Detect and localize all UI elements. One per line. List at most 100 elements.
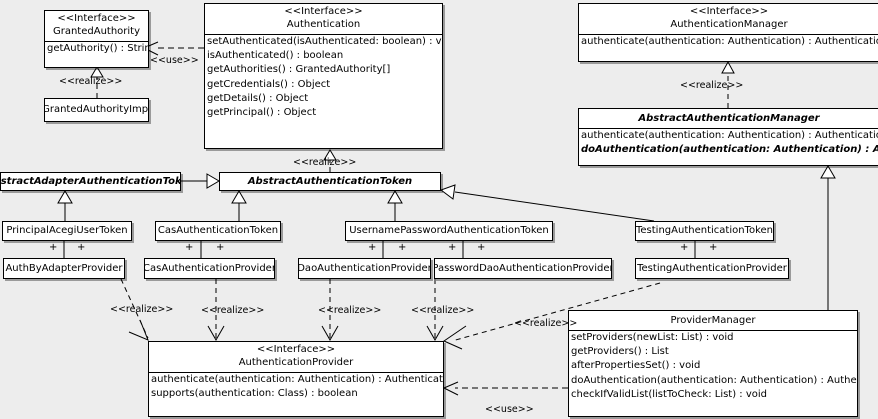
class-name: GrantedAuthority (52, 26, 141, 37)
class-members: authenticate(authentication: Authenticat… (579, 35, 878, 49)
class-member: getPrincipal() : Object (207, 107, 317, 119)
class-header: TestingAuthenticationToken (636, 222, 773, 240)
edge-generalize-usernamepasswordauthenticationtoken (387, 190, 403, 221)
class-name: TestingAuthenticationProvider (637, 262, 787, 274)
class-header: GrantedAuthorityImpl (45, 99, 148, 121)
class-name: GrantedAuthorityImpl (44, 104, 149, 115)
class-box-casauthenticationtoken[interactable]: CasAuthenticationToken (155, 221, 281, 241)
class-member: doAuthentication(authentication: Authent… (571, 374, 857, 386)
multiplicity-marker: + (216, 242, 225, 253)
class-member: authenticate(authentication: Authenticat… (151, 374, 444, 385)
class-name: CasAuthenticationProvider (144, 262, 275, 274)
class-member: getAuthority() : String (47, 43, 149, 54)
class-header: <<Interface>> Authentication (205, 4, 442, 35)
edge-label-realize: <<realize>> (514, 318, 578, 329)
class-member: authenticate(authentication: Authenticat… (581, 130, 878, 141)
edge-label-realize: <<realize>> (680, 80, 744, 91)
class-members: setAuthenticated(isAuthenticated: boolea… (205, 35, 442, 120)
class-box-grantedauthorityimpl[interactable]: GrantedAuthorityImpl (44, 98, 149, 122)
class-name: PrincipalAcegiUserToken (6, 225, 128, 236)
class-name: AuthenticationProvider (238, 357, 354, 368)
edge-label-realize: <<realize>> (411, 305, 475, 316)
class-name: AbstractAuthenticationManager (638, 113, 820, 124)
class-box-usernamepasswordauthenticationtoken[interactable]: UsernamePasswordAuthenticationToken (345, 221, 553, 241)
edge-label-realize: <<realize>> (59, 76, 123, 87)
class-box-testingauthenticationprovider[interactable]: TestingAuthenticationProvider (635, 258, 789, 279)
class-box-testingauthenticationtoken[interactable]: TestingAuthenticationToken (635, 221, 774, 241)
class-header: TestingAuthenticationProvider (636, 259, 788, 278)
class-name: DaoAuthenticationProvider (298, 262, 431, 274)
class-header: PasswordDaoAuthenticationProvider (435, 259, 611, 278)
multiplicity-marker: + (77, 242, 86, 253)
multiplicity-marker: + (477, 242, 486, 253)
class-name: AuthenticationManager (670, 19, 788, 30)
edge-generalize-principalacegiusertoken (57, 190, 73, 221)
class-name: AuthByAdapterProvider (5, 262, 123, 274)
class-box-principalacegiusertoken[interactable]: PrincipalAcegiUserToken (2, 221, 132, 241)
class-header: DaoAuthenticationProvider (299, 259, 430, 278)
edge-use-authentication-grantedauthority (143, 41, 204, 56)
edge-use-providermanager-authenticationprovider (442, 381, 568, 396)
class-members: setProviders(newList: List) : void getPr… (569, 331, 857, 402)
class-box-daoauthenticationprovider[interactable]: DaoAuthenticationProvider (298, 258, 431, 279)
edge-label-use: <<use>> (150, 55, 199, 66)
edge-label-realize: <<realize>> (318, 305, 382, 316)
multiplicity-marker: + (398, 242, 407, 253)
class-member: doAuthentication(authentication: Authent… (581, 144, 878, 156)
edge-label-use: <<use>> (485, 404, 534, 415)
class-box-grantedauthority[interactable]: <<Interface>> GrantedAuthority getAuthor… (44, 10, 149, 68)
class-box-abstractadapterauthenticationtoken[interactable]: AbstractAdapterAuthenticationToken (0, 172, 181, 191)
class-box-authbyadapterprovider[interactable]: AuthByAdapterProvider (3, 258, 125, 279)
edge-generalize-abstractadapterauthenticationtoken (181, 173, 220, 189)
edge-label-realize: <<realize>> (293, 157, 357, 168)
class-member: setAuthenticated(isAuthenticated: boolea… (207, 36, 443, 47)
class-header: AbstractAuthenticationManager (579, 109, 878, 129)
edge-generalize-providermanager (820, 165, 836, 310)
class-box-passworddaoauthenticationprovider[interactable]: PasswordDaoAuthenticationProvider (434, 258, 612, 279)
class-box-abstractauthenticationtoken[interactable]: AbstractAuthenticationToken (219, 172, 441, 191)
class-box-providermanager[interactable]: ProviderManager setProviders(newList: Li… (568, 310, 858, 417)
class-member: getDetails() : Object (207, 92, 309, 104)
class-header: UsernamePasswordAuthenticationToken (346, 222, 552, 240)
class-header: CasAuthenticationProvider (145, 259, 274, 278)
class-box-authentication[interactable]: <<Interface>> Authentication setAuthenti… (204, 3, 443, 149)
multiplicity-marker: + (680, 242, 689, 253)
class-member: getAuthorities() : GrantedAuthority[] (207, 64, 391, 76)
class-members: authenticate(authentication: Authenticat… (149, 373, 443, 401)
class-header: <<Interface>> AuthenticationManager (579, 4, 878, 35)
class-header: AuthByAdapterProvider (4, 259, 124, 278)
class-member: authenticate(authentication: Authenticat… (581, 36, 878, 47)
class-header: AbstractAuthenticationToken (220, 173, 440, 190)
class-name: TestingAuthenticationToken (635, 225, 774, 236)
class-name: UsernamePasswordAuthenticationToken (349, 225, 549, 236)
class-member: getCredentials() : Object (207, 78, 331, 90)
class-header: AbstractAdapterAuthenticationToken (1, 173, 180, 190)
class-box-casauthenticationprovider[interactable]: CasAuthenticationProvider (144, 258, 275, 279)
class-stereotype: <<Interface>> (284, 6, 363, 17)
class-name: AbstractAdapterAuthenticationToken (0, 175, 181, 187)
class-members: authenticate(authentication: Authenticat… (579, 129, 878, 157)
class-stereotype: <<Interface>> (689, 6, 769, 17)
class-header: <<Interface>> AuthenticationProvider (149, 342, 443, 373)
class-header: ProviderManager (569, 311, 857, 331)
class-member: getProviders() : List (571, 346, 669, 358)
class-box-authenticationprovider[interactable]: <<Interface>> AuthenticationProvider aut… (148, 341, 444, 417)
multiplicity-marker: + (49, 242, 58, 253)
class-name: Authentication (286, 19, 361, 30)
class-member: setProviders(newList: List) : void (571, 332, 734, 343)
class-member: isAuthenticated() : boolean (207, 50, 344, 62)
class-box-abstractauthenticationmanager[interactable]: AbstractAuthenticationManager authentica… (578, 108, 878, 166)
class-name: CasAuthenticationToken (157, 225, 279, 236)
class-name: PasswordDaoAuthenticationProvider (434, 262, 612, 274)
class-box-authenticationmanager[interactable]: <<Interface>> AuthenticationManager auth… (578, 3, 878, 62)
class-header: PrincipalAcegiUserToken (3, 222, 131, 240)
class-member: afterPropertiesSet() : void (571, 360, 701, 372)
edge-generalize-testingauthenticationtoken (439, 184, 655, 222)
class-member: supports(authentication: Class) : boolea… (151, 388, 358, 400)
class-name: AbstractAuthenticationToken (247, 175, 413, 187)
multiplicity-marker: + (709, 242, 718, 253)
multiplicity-marker: + (448, 242, 457, 253)
class-stereotype: <<Interface>> (256, 344, 336, 355)
class-member: checkIfValidList(listToCheck: List) : vo… (571, 388, 768, 400)
